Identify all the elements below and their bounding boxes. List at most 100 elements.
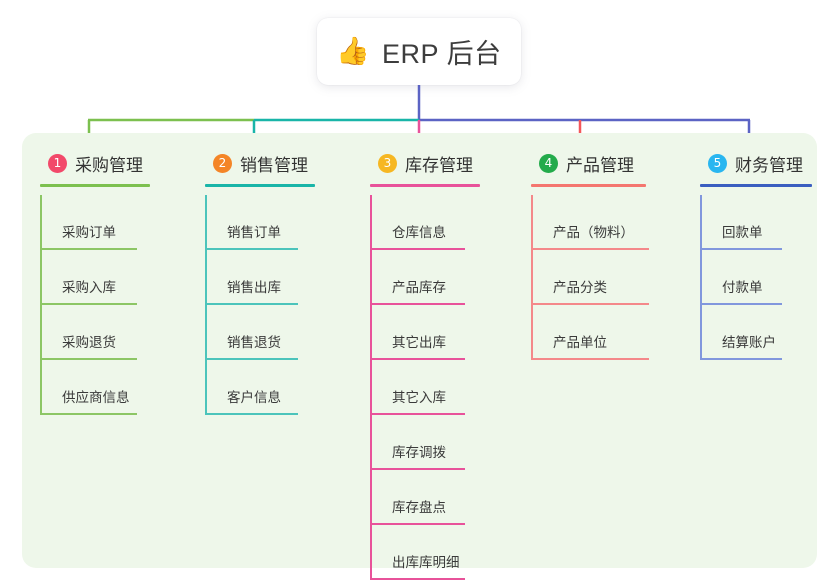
leaf-item[interactable]: 采购入库 [40, 250, 150, 305]
leaf-item-rule [531, 303, 649, 305]
leaf-item-rule [700, 303, 782, 305]
leaf-item-rule [40, 303, 137, 305]
column-items-3: 仓库信息产品库存其它出库其它入库库存调拨库存盘点出库库明细 [370, 195, 480, 580]
column-title-5: 财务管理 [735, 155, 803, 175]
leaf-item-rule [531, 358, 649, 360]
column-header-5[interactable]: 5 财务管理 [700, 148, 812, 178]
leaf-item-rule [40, 358, 137, 360]
leaf-item-rule [700, 358, 782, 360]
column-title-2: 销售管理 [240, 155, 308, 175]
leaf-item[interactable]: 销售订单 [205, 195, 315, 250]
column-badge-2: 2 [213, 153, 232, 173]
leaf-item[interactable]: 库存盘点 [370, 470, 480, 525]
column-items-4: 产品（物料） 产品分类产品单位 [531, 195, 649, 360]
leaf-item-label: 产品（物料） [553, 225, 634, 240]
leaf-item[interactable]: 销售退货 [205, 305, 315, 360]
column-spine-4 [531, 195, 533, 360]
leaf-item[interactable]: 回款单 [700, 195, 812, 250]
leaf-item-rule [700, 248, 782, 250]
leaf-item[interactable]: 仓库信息 [370, 195, 480, 250]
leaf-item-label: 回款单 [722, 225, 763, 240]
column-header-4[interactable]: 4 产品管理 [531, 148, 646, 178]
column-items-1: 采购订单采购入库采购退货供应商信息 [40, 195, 150, 415]
column-rule-1 [40, 184, 150, 187]
column-spine-2 [205, 195, 207, 415]
thumbs-up-icon: 👍 [336, 36, 371, 66]
leaf-item-rule [370, 523, 465, 525]
column-2: 2 销售管理销售订单销售出库销售退货客户信息 [205, 148, 315, 415]
leaf-item-rule [370, 413, 465, 415]
column-badge-5: 5 [708, 153, 727, 173]
leaf-item[interactable]: 其它入库 [370, 360, 480, 415]
column-spine-1 [40, 195, 42, 415]
leaf-item-label: 库存调拨 [392, 445, 446, 460]
leaf-item-rule [205, 413, 298, 415]
column-badge-4: 4 [539, 153, 558, 173]
column-items-2: 销售订单销售出库销售退货客户信息 [205, 195, 315, 415]
leaf-item-label: 采购入库 [62, 280, 116, 295]
leaf-item[interactable]: 付款单 [700, 250, 812, 305]
column-title-4: 产品管理 [566, 155, 634, 175]
column-spine-3 [370, 195, 372, 580]
leaf-item-label: 客户信息 [227, 390, 281, 405]
leaf-item-label: 销售出库 [227, 280, 281, 295]
leaf-item[interactable]: 结算账户 [700, 305, 812, 360]
leaf-item[interactable]: 产品单位 [531, 305, 649, 360]
leaf-item-rule [40, 413, 137, 415]
leaf-item-label: 产品分类 [553, 280, 607, 295]
column-header-2[interactable]: 2 销售管理 [205, 148, 315, 178]
column-title-3: 库存管理 [405, 155, 473, 175]
leaf-item-label: 采购订单 [62, 225, 116, 240]
leaf-item[interactable]: 采购退货 [40, 305, 150, 360]
leaf-item-label: 库存盘点 [392, 500, 446, 515]
leaf-item-label: 销售订单 [227, 225, 281, 240]
leaf-item[interactable]: 客户信息 [205, 360, 315, 415]
leaf-item[interactable]: 其它出库 [370, 305, 480, 360]
root-node-card[interactable]: 👍 ERP 后台 [317, 18, 521, 85]
column-rule-3 [370, 184, 480, 187]
leaf-item-rule [205, 358, 298, 360]
leaf-item-rule [370, 578, 465, 580]
leaf-item[interactable]: 销售出库 [205, 250, 315, 305]
leaf-item[interactable]: 供应商信息 [40, 360, 150, 415]
leaf-item-label: 销售退货 [227, 335, 281, 350]
leaf-item-label: 付款单 [722, 280, 763, 295]
column-header-1[interactable]: 1 采购管理 [40, 148, 150, 178]
leaf-item-rule [370, 248, 465, 250]
leaf-item-rule [370, 303, 465, 305]
column-1: 1 采购管理采购订单采购入库采购退货供应商信息 [40, 148, 150, 415]
leaf-item[interactable]: 采购订单 [40, 195, 150, 250]
leaf-item[interactable]: 产品（物料） [531, 195, 649, 250]
leaf-item-label: 其它出库 [392, 335, 446, 350]
column-3: 3 库存管理仓库信息产品库存其它出库其它入库库存调拨库存盘点出库库明细 [370, 148, 480, 580]
column-rule-2 [205, 184, 315, 187]
leaf-item[interactable]: 产品库存 [370, 250, 480, 305]
leaf-item[interactable]: 库存调拨 [370, 415, 480, 470]
leaf-item-label: 结算账户 [722, 335, 776, 350]
leaf-item-label: 仓库信息 [392, 225, 446, 240]
leaf-item-rule [370, 358, 465, 360]
column-header-3[interactable]: 3 库存管理 [370, 148, 480, 178]
column-title-1: 采购管理 [75, 155, 143, 175]
leaf-item[interactable]: 产品分类 [531, 250, 649, 305]
leaf-item-label: 供应商信息 [62, 390, 130, 405]
leaf-item-rule [531, 248, 649, 250]
column-spine-5 [700, 195, 702, 360]
leaf-item-label: 采购退货 [62, 335, 116, 350]
column-badge-1: 1 [48, 153, 67, 173]
column-rule-5 [700, 184, 812, 187]
column-5: 5 财务管理回款单付款单结算账户 [700, 148, 812, 360]
column-badge-3: 3 [378, 153, 397, 173]
diagram-panel [22, 133, 817, 568]
leaf-item-rule [205, 303, 298, 305]
root-node-title: ERP 后台 [382, 39, 502, 69]
leaf-item-rule [40, 248, 137, 250]
leaf-item-label: 出库库明细 [392, 555, 460, 570]
leaf-item[interactable]: 出库库明细 [370, 525, 480, 580]
leaf-item-rule [205, 248, 298, 250]
leaf-item-label: 产品库存 [392, 280, 446, 295]
leaf-item-rule [370, 468, 465, 470]
column-4: 4 产品管理产品（物料） 产品分类产品单位 [531, 148, 649, 360]
column-items-5: 回款单付款单结算账户 [700, 195, 812, 360]
leaf-item-label: 其它入库 [392, 390, 446, 405]
